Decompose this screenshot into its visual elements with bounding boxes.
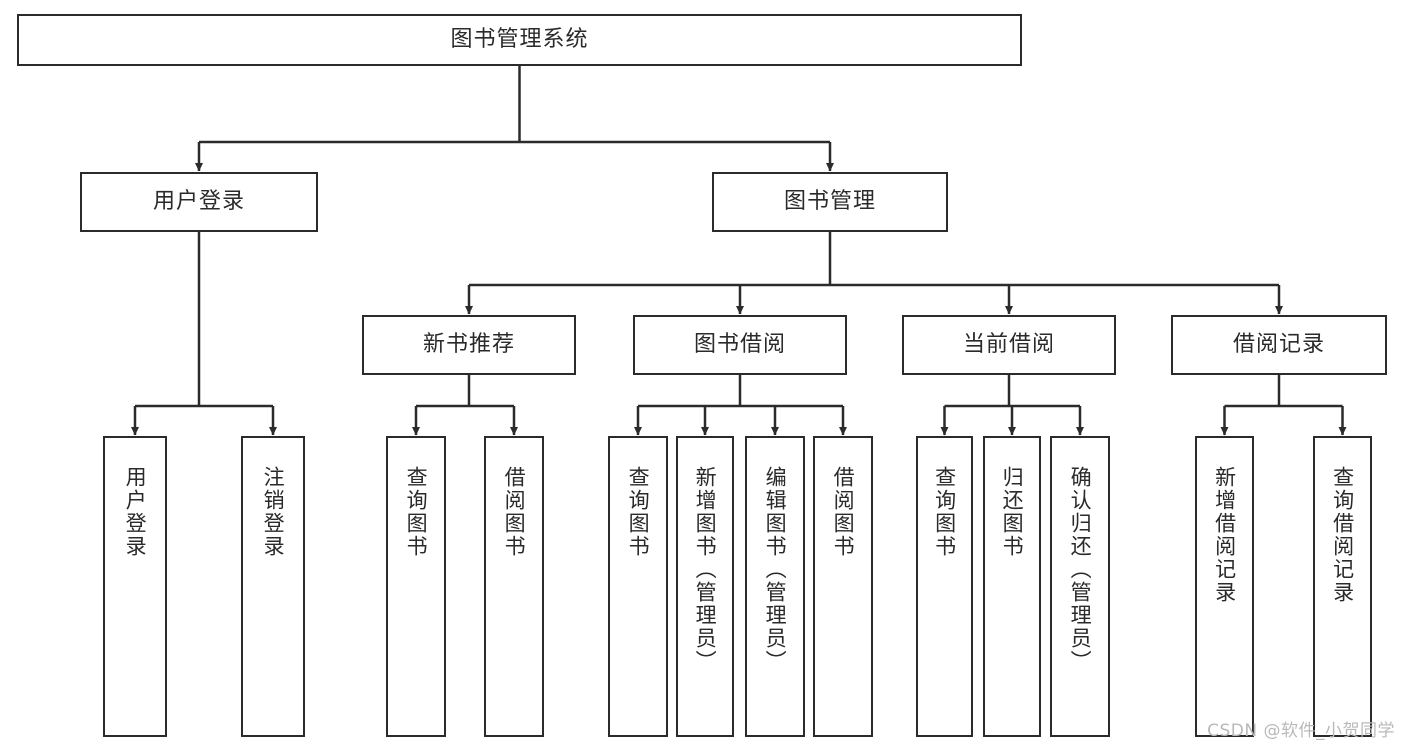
node-label: 查询图书 (932, 466, 957, 558)
node-label: 借阅记录 (1232, 331, 1325, 357)
node-login[interactable]: 用户登录 (80, 172, 318, 232)
node-label: 借阅图书 (831, 466, 856, 558)
node-l-re-query[interactable]: 查询借阅记录 (1313, 436, 1372, 737)
node-l-nb-query[interactable]: 查询图书 (386, 436, 446, 737)
node-l-re-add[interactable]: 新增借阅记录 (1195, 436, 1254, 737)
node-label: 借阅图书 (502, 466, 527, 558)
node-label: 查询图书 (626, 466, 651, 558)
node-label: 图书管理 (783, 188, 876, 214)
node-newbook[interactable]: 新书推荐 (362, 315, 576, 375)
node-label: 图书借阅 (693, 331, 786, 357)
node-l-cu-confirm[interactable]: 确认归还（管理员） (1050, 436, 1110, 737)
node-borrow[interactable]: 图书借阅 (633, 315, 847, 375)
node-label: 图书管理系统 (450, 26, 589, 52)
node-label: 注销登录 (261, 466, 286, 558)
node-label: 新增图书（管理员） (693, 466, 718, 673)
node-label: 当前借阅 (962, 331, 1055, 357)
node-label: 新增借阅记录 (1212, 466, 1237, 604)
node-label: 用户登录 (152, 188, 245, 214)
node-root[interactable]: 图书管理系统 (17, 14, 1022, 66)
node-label: 新书推荐 (422, 331, 515, 357)
node-l-cu-query[interactable]: 查询图书 (916, 436, 973, 737)
node-label: 确认归还（管理员） (1068, 466, 1093, 673)
node-label: 查询借阅记录 (1330, 466, 1355, 604)
node-label: 用户登录 (123, 466, 148, 558)
node-l-bo-add[interactable]: 新增图书（管理员） (676, 436, 734, 737)
node-label: 编辑图书（管理员） (763, 466, 788, 673)
node-l-bo-borrow[interactable]: 借阅图书 (813, 436, 873, 737)
node-l-nb-borrow[interactable]: 借阅图书 (484, 436, 544, 737)
node-label: 归还图书 (1000, 466, 1025, 558)
node-l-cu-return[interactable]: 归还图书 (983, 436, 1041, 737)
node-label: 查询图书 (404, 466, 429, 558)
node-l-bo-edit[interactable]: 编辑图书（管理员） (745, 436, 805, 737)
node-current[interactable]: 当前借阅 (902, 315, 1116, 375)
node-bookmgmt[interactable]: 图书管理 (712, 172, 948, 232)
node-l-bo-query[interactable]: 查询图书 (608, 436, 668, 737)
node-records[interactable]: 借阅记录 (1171, 315, 1387, 375)
node-l-login[interactable]: 用户登录 (103, 436, 167, 737)
node-l-logout[interactable]: 注销登录 (241, 436, 305, 737)
